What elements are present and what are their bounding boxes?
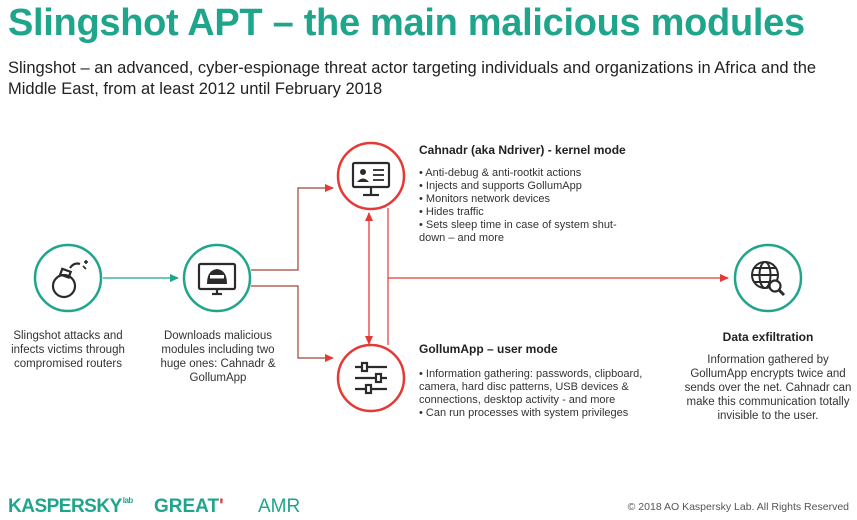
amr-logo: AMR	[258, 496, 301, 517]
great-logo-text: GREAT	[154, 496, 220, 517]
kaspersky-logo-text: KASPERSKY	[8, 496, 122, 517]
download-caption: Downloads malicious modules including tw…	[160, 330, 276, 384]
list-item: • Can run processes with system privileg…	[419, 407, 629, 419]
exfiltration-caption: Information gathered by GollumApp encryp…	[684, 354, 852, 422]
page-title: Slingshot APT – the main malicious modul…	[8, 2, 805, 44]
copyright-text: © 2018 AO Kaspersky Lab. All Rights Rese…	[627, 501, 849, 513]
gollumapp-bullets: • Information gathering: passwords, clip…	[419, 368, 659, 420]
list-item: • Information gathering: passwords, clip…	[419, 368, 643, 406]
list-item: • Injects and supports GollumApp	[419, 180, 582, 192]
exfiltration-heading: Data exfiltration	[722, 330, 814, 344]
bomb-icon	[51, 260, 88, 299]
kaspersky-logo: KASPERSKYlab	[8, 496, 133, 518]
cahnadr-bullets: • Anti-debug & anti-rootkit actions • In…	[419, 167, 619, 245]
great-tick-icon: '	[219, 496, 224, 517]
list-item: • Hides traffic	[419, 206, 484, 218]
list-item: • Anti-debug & anti-rootkit actions	[419, 167, 582, 179]
cahnadr-heading: Cahnadr (aka Ndriver) - kernel mode	[419, 143, 626, 157]
id-card-icon	[351, 161, 391, 197]
kaspersky-lab-text: lab	[122, 496, 134, 505]
list-item: • Sets sleep time in case of system shut…	[419, 219, 617, 244]
page-subtitle: Slingshot – an advanced, cyber-espionage…	[8, 59, 817, 98]
connector-download-cahnadr	[251, 184, 334, 271]
node-gollumapp	[336, 343, 406, 413]
node-attack	[33, 243, 103, 313]
attack-caption: Slingshot attacks and infects victims th…	[11, 330, 125, 370]
gollumapp-heading: GollumApp – user mode	[419, 342, 558, 356]
node-exfiltration	[733, 243, 803, 313]
hacker-screen-icon	[197, 262, 237, 296]
sliders-icon	[355, 361, 387, 395]
node-cahnadr	[336, 141, 406, 211]
list-item: • Monitors network devices	[419, 193, 551, 205]
great-logo: GREAT'	[154, 496, 224, 518]
connector-download-gollumapp	[251, 285, 334, 362]
globe-search-icon	[751, 261, 786, 297]
node-download	[182, 243, 252, 313]
